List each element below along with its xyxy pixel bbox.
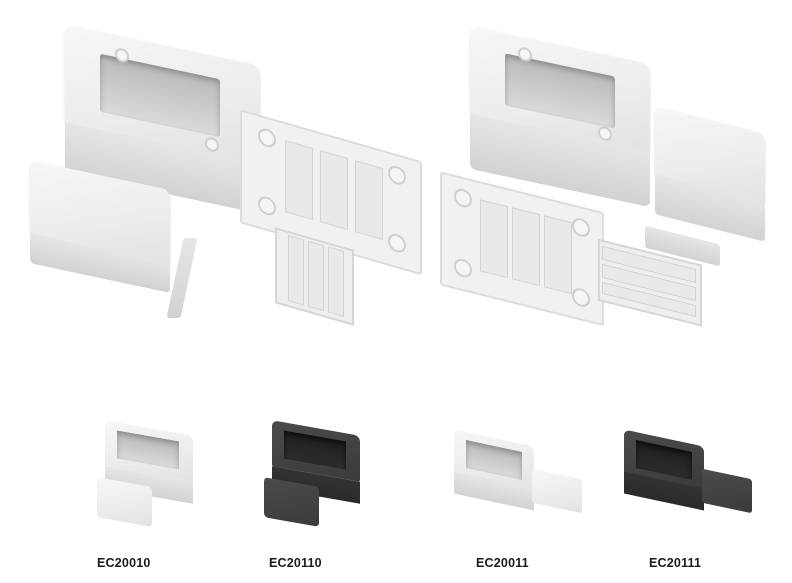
product-ec20011 [450, 429, 590, 530]
product-ec20010 [95, 418, 195, 528]
clip-strip [166, 238, 198, 318]
exploded-assembly-left [25, 24, 425, 330]
product-ec20110 [262, 418, 362, 528]
exploded-assembly-right [430, 25, 775, 360]
product-code-label: EC20110 [269, 556, 322, 570]
base-plate-t-branch [240, 109, 422, 346]
product-ec20111 [620, 429, 760, 530]
product-code-label: EC20010 [97, 556, 151, 570]
product-code-label: EC20011 [476, 556, 529, 570]
product-code-label: EC20111 [649, 556, 702, 570]
